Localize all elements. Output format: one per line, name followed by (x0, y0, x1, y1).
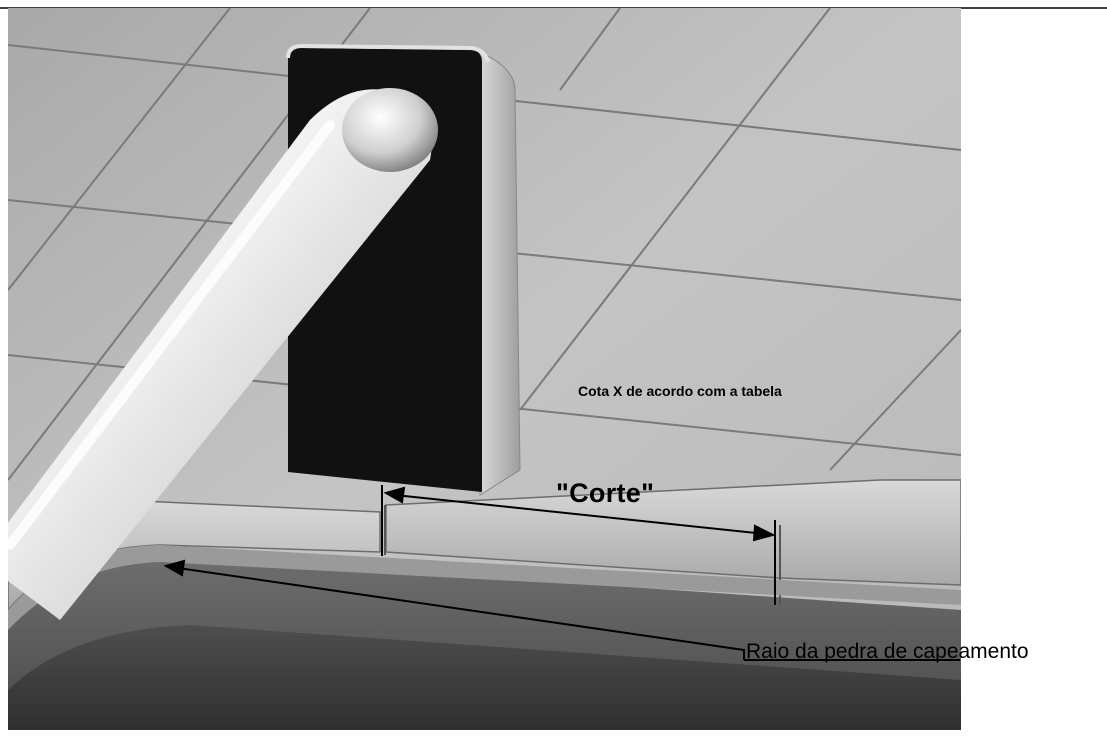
corte-label: "Corte" (556, 478, 655, 508)
cota-label: Cota X de acordo com a tabela (578, 383, 782, 399)
raio-leader (163, 559, 960, 661)
pool-water (8, 625, 961, 730)
raio-label: Raio da pedra de capeamento (746, 640, 1029, 663)
handrail-tube (8, 89, 432, 620)
corte-dimension (381, 485, 776, 605)
coping-front-edge (8, 545, 961, 630)
handrail-cap (342, 88, 438, 172)
bracket-rim (286, 43, 490, 63)
handrail-highlight (8, 120, 335, 550)
